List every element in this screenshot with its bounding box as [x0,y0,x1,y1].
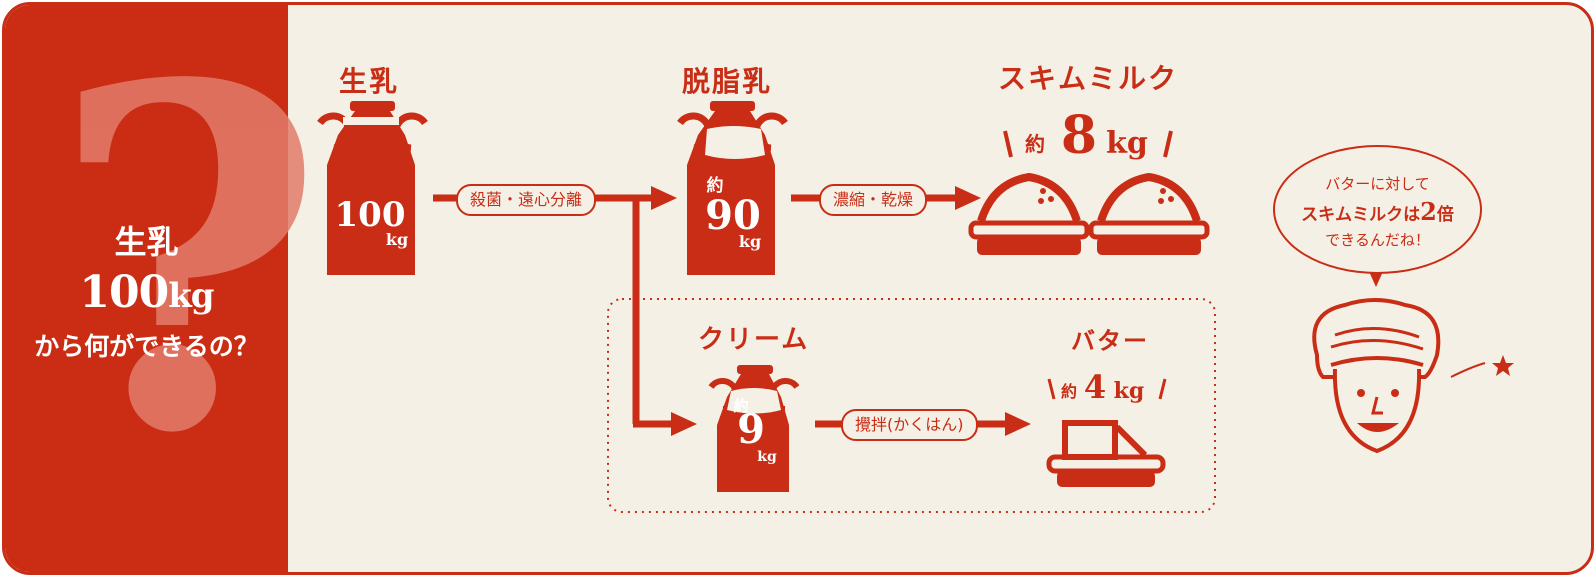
cream-region-border [607,298,1216,513]
chef-mascot-icon [1312,298,1486,454]
milk-can-icon [708,365,800,492]
arrow-separation [433,186,697,436]
bubble-line-2: スキムミルクは2倍 [1275,197,1480,226]
flow-graphics: 100 kg 約 90 kg 約 9 kg 約 8 kg 約 4 kg [317,101,1514,513]
skim-powder-approx: 約 [1025,132,1045,156]
butter-block-icon [1046,420,1166,487]
milk-powder-pile-icon [1088,172,1210,255]
butter-unit: kg [1114,378,1145,404]
skim-powder-number: 8 [1061,105,1097,166]
skim-powder-unit: kg [1106,126,1148,161]
emphasis-slash-right [1158,378,1167,400]
raw-milk-unit: kg [386,230,408,249]
process-separation-label: 殺菌・遠心分離 [456,184,597,216]
skim-liquid-unit: kg [739,232,761,251]
bubble-line-2-suffix: 倍 [1436,205,1454,225]
cream-approx: 約 [733,397,748,415]
process-drying-label: 濃縮・乾燥 [819,184,928,216]
process-churning-label: 攪拌(かくはん) [841,409,978,441]
raw-milk-title: 生乳 [339,65,400,98]
star-icon [1492,355,1514,376]
intro-panel: ? 生乳 100kg から何ができるの？ [5,5,325,572]
speech-bubble: バターに対して スキムミルクは2倍 できるんだね！ [1273,145,1482,274]
skim-milk-liquid-title: 脱脂乳 [682,65,773,98]
cream-number: 9 [737,406,765,453]
skim-liquid-number: 90 [705,192,761,239]
emphasis-slash-right [1163,130,1173,158]
butter-number: 4 [1084,368,1106,406]
intro-amount-number: 100 [79,267,169,318]
intro-amount-unit: kg [168,276,214,316]
emphasis-slash-left [1047,378,1056,400]
skim-milk-powder-title: スキムミルク [998,62,1179,95]
intro-line-3: から何ができるの？ [34,332,259,361]
skim-liquid-approx: 約 [707,175,724,196]
butter-approx: 約 [1061,382,1077,401]
milk-can-icon [317,101,428,275]
raw-milk-number: 100 [335,195,406,235]
bubble-line-3: できるんだね！ [1325,231,1430,249]
intro-line-1: 生乳 [114,223,179,261]
cream-unit: kg [757,449,777,465]
emphasis-slash-left [1003,130,1013,158]
butter-title: バター [1071,327,1149,355]
milk-can-icon [677,101,788,275]
milk-powder-pile-icon [968,172,1090,255]
intro-amount: 100kg [5,267,288,318]
cream-title: クリーム [698,325,810,355]
bubble-line-1: バターに対して [1325,175,1430,193]
bubble-line-2-prefix: スキムミルクは [1301,205,1421,225]
bubble-line-2-number: 2 [1420,197,1437,226]
